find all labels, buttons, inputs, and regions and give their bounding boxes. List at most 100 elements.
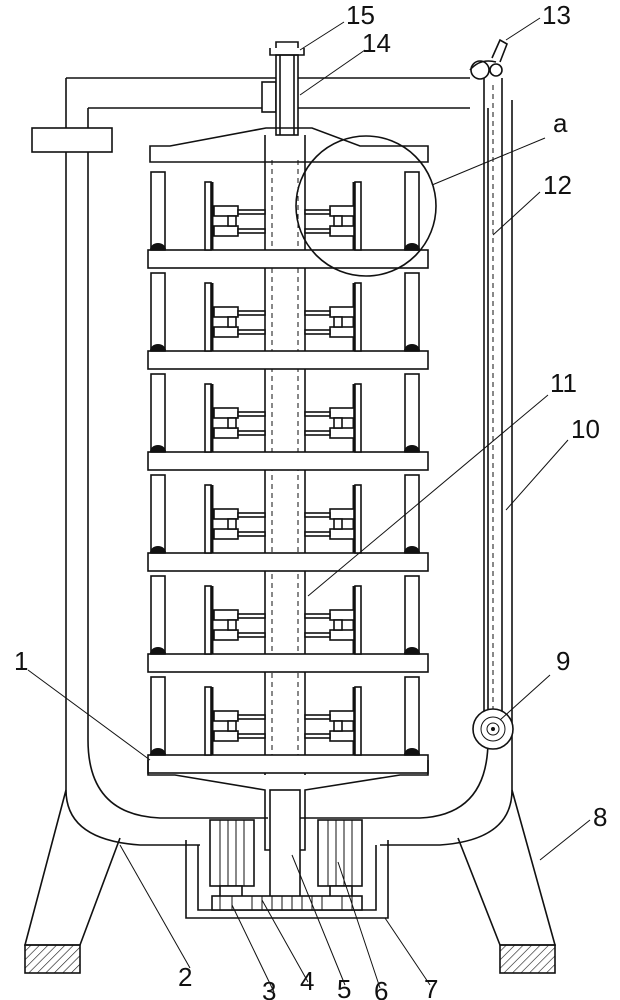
rod-right-upper [304,209,331,215]
detail-circle-a [295,135,437,277]
callout-a: a [553,108,568,138]
tray-foot-right [404,445,420,452]
tray-post-left [150,272,166,352]
tray-plate [147,249,429,269]
tray-plate [147,754,429,774]
arm-left-upper [213,508,239,520]
callout-3: 3 [262,976,276,1000]
rod-left-lower [237,531,266,537]
callout-14: 14 [362,28,391,58]
tray-foot-left [150,647,166,654]
callout-6: 6 [374,976,388,1000]
rod-left-upper [237,411,266,417]
arm-left-upper [213,710,239,722]
callout-labels: 15 14 13 a 12 11 10 9 8 1 2 3 4 5 6 7 [14,0,607,1000]
tray-post-right [404,171,420,251]
blade-right [354,181,362,251]
tray-post-right [404,373,420,453]
rod-right-lower [304,228,331,234]
link-left [227,316,237,328]
motor-left [209,819,255,899]
blade-right [354,686,362,756]
rod-right-lower [304,733,331,739]
link-right [333,518,343,530]
rod-left-upper [237,310,266,316]
tray-foot-left [150,344,166,351]
blade-left [204,282,212,352]
link-left [227,720,237,732]
rod-left-upper [237,512,266,518]
tray-post-left [150,171,166,251]
rod-right-lower [304,329,331,335]
blade-right [354,383,362,453]
output-shaft [269,789,301,899]
rod-left-lower [237,228,266,234]
tray-foot-right [404,647,420,654]
rod-right-lower [304,430,331,436]
tray-post-left [150,373,166,453]
arm-left-lower [213,629,239,641]
tray-tiers [147,171,429,774]
callout-15: 15 [346,0,375,30]
tray-post-left [150,575,166,655]
tray-plate [147,653,429,673]
tray-post-right [404,575,420,655]
link-right [333,316,343,328]
rod-left-lower [237,430,266,436]
rod-left-upper [237,613,266,619]
arm-right-upper [329,205,355,217]
link-left [227,518,237,530]
arm-left-lower [213,730,239,742]
arm-left-lower [213,528,239,540]
tray-post-right [404,474,420,554]
leg-left [23,789,121,974]
rod-right-upper [304,512,331,518]
rod-right-lower [304,531,331,537]
tray-plate [147,350,429,370]
tray-post-left [150,676,166,756]
arm-right-lower [329,427,355,439]
arm-left-lower [213,326,239,338]
side-pipe [483,78,503,720]
rod-right-upper [304,613,331,619]
tray-plate [147,451,429,471]
link-left [227,619,237,631]
rod-left-lower [237,733,266,739]
rod-right-upper [304,411,331,417]
top-cover [149,127,429,163]
rod-left-upper [237,209,266,215]
tray-foot-left [150,546,166,553]
arm-left-lower [213,427,239,439]
tray-foot-left [150,445,166,452]
link-right [333,720,343,732]
link-left [227,417,237,429]
callout-12: 12 [543,170,572,200]
blade-right [354,484,362,554]
tray-post-right [404,676,420,756]
tray-foot-right [404,243,420,250]
tray-plate [147,552,429,572]
gear [211,895,363,911]
motor-right [317,819,363,899]
link-left [227,215,237,227]
rod-left-lower [237,632,266,638]
callout-13: 13 [542,0,571,30]
blade-left [204,686,212,756]
link-right [333,417,343,429]
callout-11: 11 [550,368,577,398]
rod-left-lower [237,329,266,335]
leg-right [457,789,557,974]
feed-inlet [269,41,305,136]
arm-left-upper [213,205,239,217]
tray-foot-left [150,748,166,755]
tray-foot-right [404,546,420,553]
rod-right-lower [304,632,331,638]
blade-left [204,181,212,251]
callout-9: 9 [556,646,570,676]
rod-left-upper [237,714,266,720]
arm-right-upper [329,609,355,621]
tray-post-right [404,272,420,352]
blade-left [204,383,212,453]
arm-right-lower [329,730,355,742]
tray-foot-right [404,748,420,755]
